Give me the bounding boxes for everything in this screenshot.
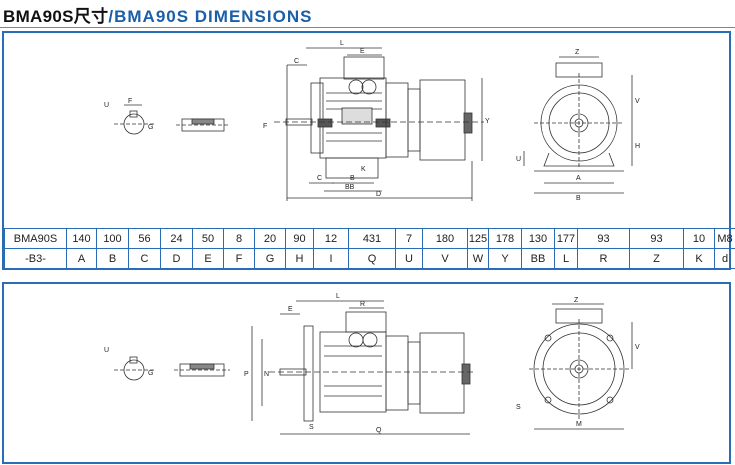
svg-text:U: U <box>516 156 521 163</box>
page-title: BMA90S尺寸/BMA90S DIMENSIONS <box>3 7 313 26</box>
svg-text:K: K <box>361 166 366 173</box>
header-cell: V <box>422 248 468 269</box>
b5-dimension-drawing: U G L R E P N S Q <box>104 293 640 435</box>
key-slot-detail <box>176 118 230 132</box>
svg-text:B: B <box>576 195 581 202</box>
header-cell: R <box>577 248 630 269</box>
svg-text:F: F <box>128 98 132 105</box>
svg-text:S: S <box>309 424 314 431</box>
header-cell: K <box>683 248 715 269</box>
svg-text:D: D <box>376 191 381 198</box>
value-cell: 178 <box>488 228 522 249</box>
value-cell: 20 <box>254 228 286 249</box>
svg-text:Z: Z <box>574 297 579 304</box>
svg-text:BB: BB <box>345 184 355 191</box>
svg-text:N: N <box>264 371 269 378</box>
svg-text:C: C <box>294 58 299 65</box>
value-cell: 12 <box>313 228 349 249</box>
header-cell: L <box>554 248 578 269</box>
value-cell: 93 <box>577 228 630 249</box>
header-cell: B <box>96 248 129 269</box>
svg-text:R: R <box>360 301 365 308</box>
header-cell: d <box>714 248 735 269</box>
value-cell: 90 <box>285 228 314 249</box>
svg-text:A: A <box>576 175 581 182</box>
motor-side-view: L E C Y C B BB K D F <box>263 40 490 201</box>
svg-text:Y: Y <box>485 118 490 125</box>
value-cell: 100 <box>96 228 129 249</box>
motor-flange-front-view: Z M V S <box>516 297 640 430</box>
motor-flange-side-view: L R E P N S Q <box>244 293 474 435</box>
svg-text:H: H <box>635 143 640 150</box>
svg-text:G: G <box>148 370 153 377</box>
value-cell: 7 <box>395 228 423 249</box>
b3-dimension-drawing: U F G L E C Y <box>104 40 640 202</box>
value-cell: 177 <box>554 228 578 249</box>
svg-text:V: V <box>635 98 640 105</box>
value-cell: 56 <box>128 228 161 249</box>
header-cell: C <box>128 248 161 269</box>
header-cell: D <box>160 248 193 269</box>
svg-text:L: L <box>336 293 340 300</box>
header-cell: Q <box>348 248 396 269</box>
value-cell: 24 <box>160 228 193 249</box>
motor-front-view: Z A B V H U <box>516 49 640 202</box>
svg-text:L: L <box>340 40 344 47</box>
svg-text:M: M <box>576 421 582 428</box>
header-cell: Y <box>488 248 522 269</box>
shaft-end-detail: U F G <box>104 98 154 135</box>
svg-text:S: S <box>516 404 521 411</box>
b5-flange-mount-panel: U G L R E P N S Q <box>2 282 731 464</box>
svg-text:U: U <box>104 102 109 109</box>
value-cell: 125 <box>467 228 489 249</box>
dimension-table: BMA90S 140 100 56 24 50 8 20 90 12 431 7… <box>4 228 735 269</box>
title-divider <box>0 27 735 28</box>
value-cell: 10 <box>683 228 715 249</box>
header-cell: E <box>192 248 224 269</box>
value-cell: 50 <box>192 228 224 249</box>
svg-text:Q: Q <box>376 427 382 434</box>
key-slot-detail <box>174 363 230 377</box>
value-cell: M8 <box>714 228 735 249</box>
svg-text:Z: Z <box>575 49 580 56</box>
svg-text:F: F <box>263 123 267 130</box>
value-cell: 431 <box>348 228 396 249</box>
header-cell: F <box>223 248 255 269</box>
svg-text:E: E <box>288 306 293 313</box>
svg-text:P: P <box>244 371 249 378</box>
mount-cell: -B3- <box>4 248 67 269</box>
header-cell: A <box>66 248 97 269</box>
value-cell: 180 <box>422 228 468 249</box>
header-cell: BB <box>521 248 555 269</box>
header-cell: W <box>467 248 489 269</box>
svg-text:G: G <box>148 124 153 131</box>
header-cell: I <box>313 248 349 269</box>
header-cell: H <box>285 248 314 269</box>
svg-text:C: C <box>317 175 322 182</box>
values-row: BMA90S 140 100 56 24 50 8 20 90 12 431 7… <box>4 228 735 249</box>
svg-text:E: E <box>360 48 365 55</box>
header-cell: Z <box>629 248 684 269</box>
header-cell: G <box>254 248 286 269</box>
value-cell: 130 <box>521 228 555 249</box>
value-cell: 8 <box>223 228 255 249</box>
headers-row: -B3- A B C D E F G H I Q U V W Y BB L R … <box>4 248 735 269</box>
shaft-end-detail: U G <box>104 347 154 381</box>
b3-foot-mount-panel: U F G L E C Y <box>2 31 735 270</box>
svg-text:V: V <box>635 344 640 351</box>
value-cell: 93 <box>629 228 684 249</box>
svg-text:B: B <box>350 175 355 182</box>
header-cell: U <box>395 248 423 269</box>
svg-text:U: U <box>104 347 109 354</box>
value-cell: 140 <box>66 228 97 249</box>
model-cell: BMA90S <box>4 228 67 249</box>
